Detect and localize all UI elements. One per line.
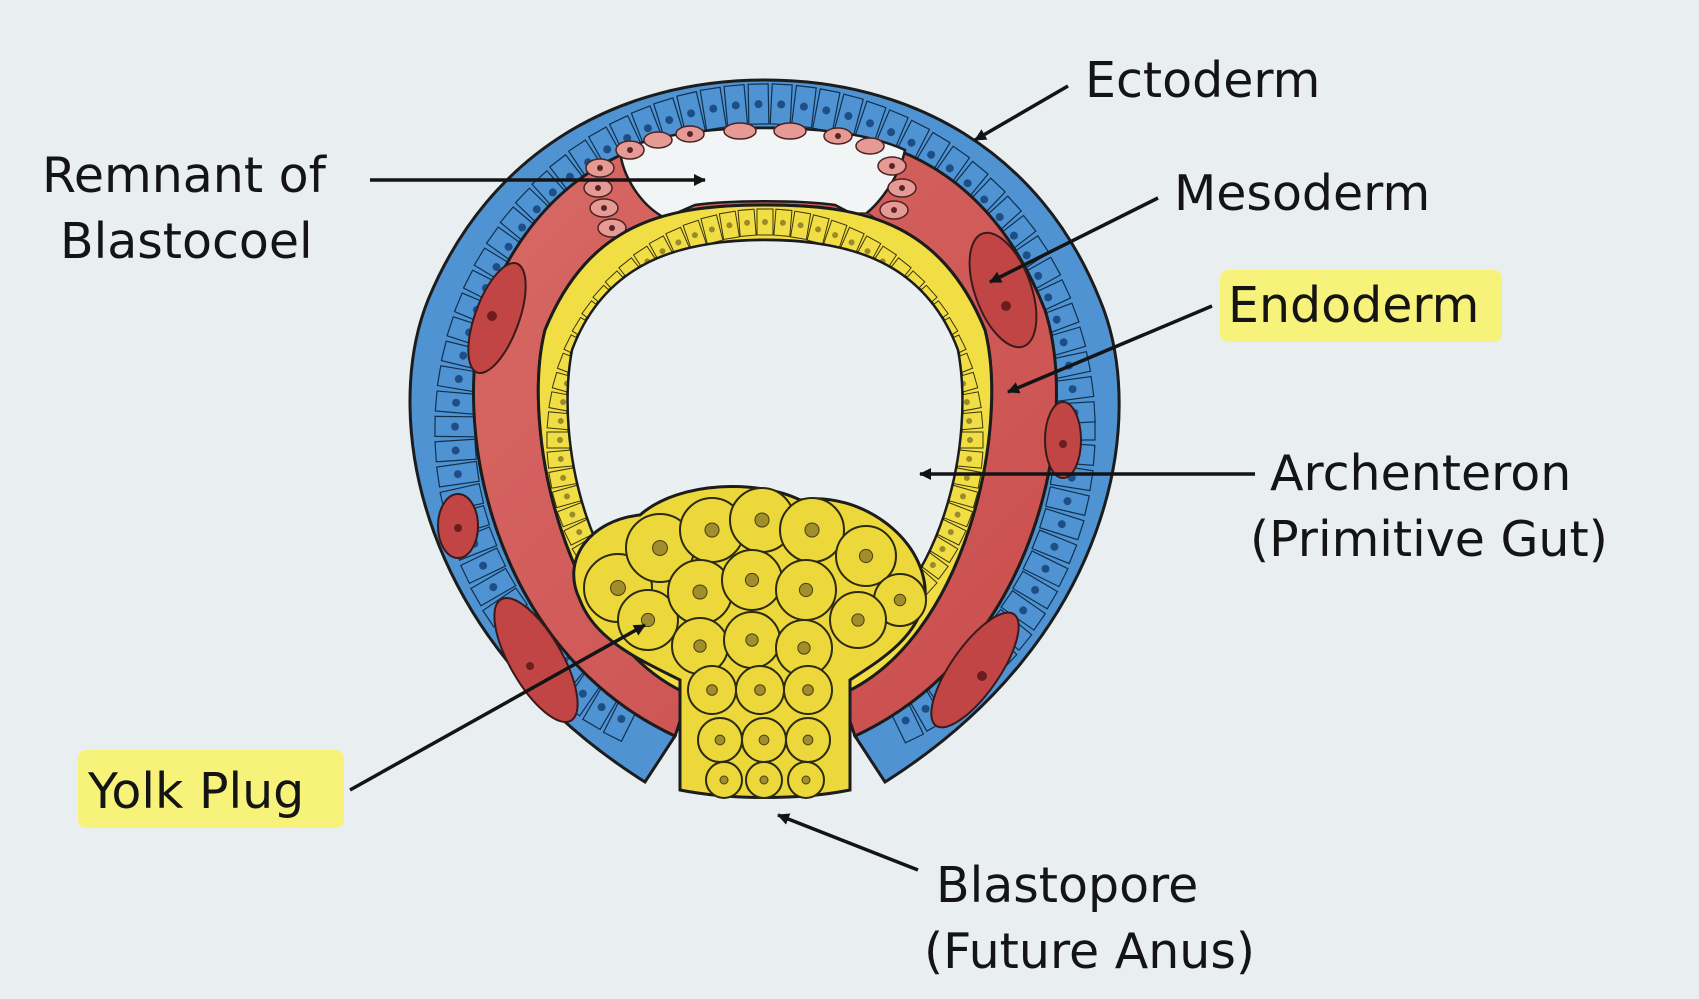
ectoderm-cell: [435, 391, 477, 414]
yolk-cell: [780, 498, 844, 562]
blastopore-label-line2: (Future Anus): [924, 923, 1255, 980]
yolk-cell: [698, 718, 742, 762]
ectoderm-label: Ectoderm: [1085, 52, 1320, 109]
mesoderm-label: Mesoderm: [1174, 165, 1430, 222]
yolk-cell: [746, 762, 782, 798]
ectoderm-cell: [770, 84, 792, 125]
yolk-cell: [786, 718, 830, 762]
ectoderm-cell: [435, 416, 475, 436]
yolk-cell: [724, 612, 780, 668]
ectoderm-cell: [724, 85, 747, 127]
yolk-cell: [742, 718, 786, 762]
yolk-cell: [722, 550, 782, 610]
blastopore-label-line1: Blastopore: [936, 857, 1198, 914]
remnant-label-line2: Blastocoel: [60, 213, 313, 270]
ectoderm-cell: [748, 84, 769, 124]
yolk-cell: [830, 592, 886, 648]
ectoderm-cell: [792, 86, 817, 128]
ectoderm-cell: [435, 439, 476, 462]
endoderm-cell: [774, 209, 792, 236]
yolk-cell: [688, 666, 736, 714]
archenteron-label-line2: (Primitive Gut): [1250, 511, 1608, 568]
yolk-cell: [784, 666, 832, 714]
endoderm-cell: [757, 209, 773, 235]
remnant-label-line1: Remnant of: [42, 147, 328, 204]
yolk-cell: [736, 666, 784, 714]
yolk-cell: [706, 762, 742, 798]
endoderm-label: Endoderm: [1228, 277, 1479, 334]
yolk-cell: [672, 618, 728, 674]
yolk-cell: [668, 560, 732, 624]
yolk-plug-label: Yolk Plug: [87, 763, 304, 820]
yolk-cell: [776, 560, 836, 620]
archenteron-label-line1: Archenteron: [1270, 445, 1571, 502]
endoderm-cell: [738, 209, 756, 236]
yolk-cell: [788, 762, 824, 798]
